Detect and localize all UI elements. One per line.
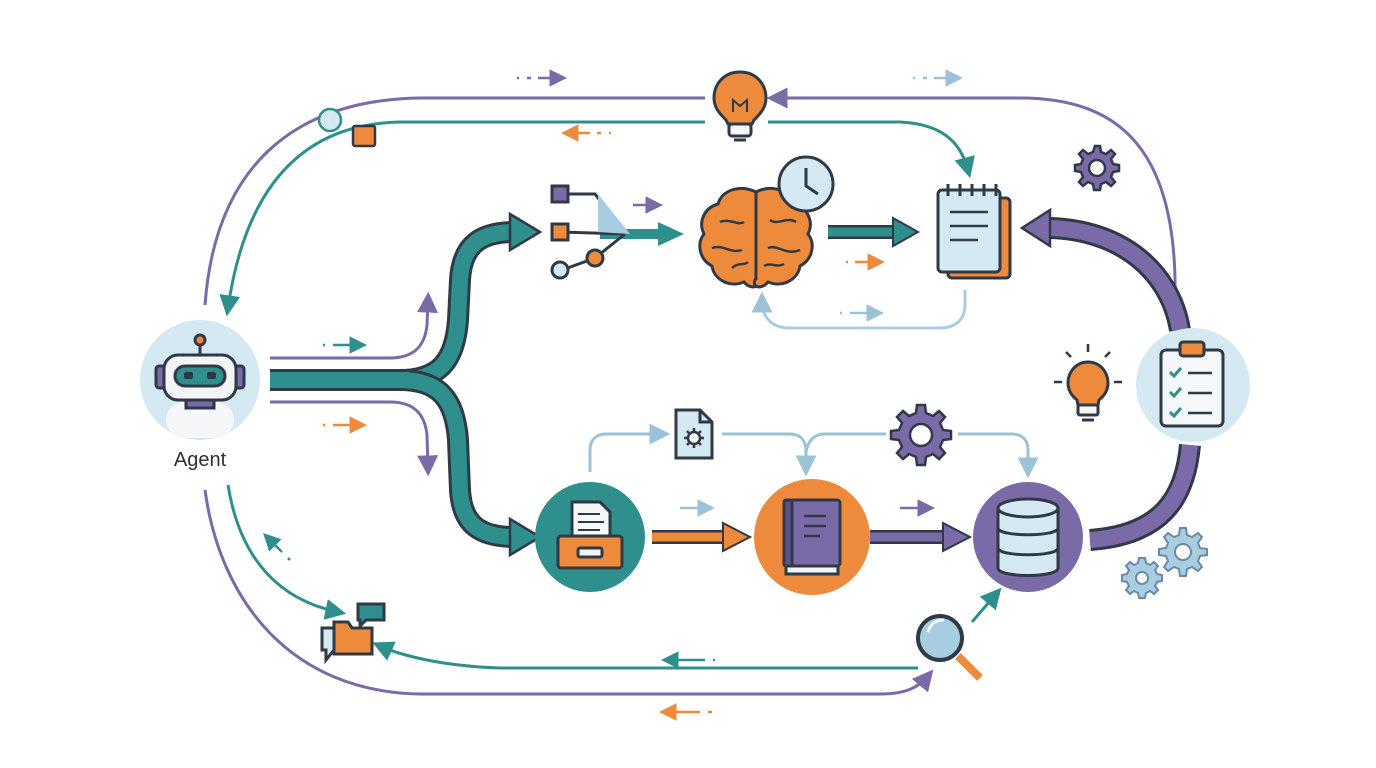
lower-thin-branch	[270, 400, 439, 477]
lightbulb-icon	[712, 70, 768, 142]
right-pipe-arrowhead	[1019, 207, 1052, 249]
outer-loop-connectors	[203, 87, 1177, 696]
top-purple-arc	[203, 96, 705, 306]
light-connectors	[588, 290, 1039, 479]
bottom-purple-arc	[203, 489, 934, 696]
magnifier-icon	[916, 614, 983, 681]
gears-icon	[1121, 527, 1208, 599]
small-dashed-arrows	[268, 78, 956, 712]
tray-to-docgear	[588, 423, 671, 472]
clock-icon	[777, 155, 835, 213]
bottom-teal-arc	[226, 484, 347, 620]
small-square-marker	[351, 124, 377, 148]
gear-to-book	[804, 432, 886, 453]
brain-feedback-loop	[751, 290, 967, 330]
file-tray-icon	[535, 482, 645, 592]
book-icon	[754, 479, 870, 595]
small-circle-marker	[317, 107, 343, 133]
magnifier-to-database	[970, 587, 1002, 623]
upper-thin-branch	[270, 291, 438, 360]
document-gear-icon	[674, 408, 714, 460]
top-purple-arc-right	[766, 87, 1177, 301]
mini-arrow	[268, 78, 956, 712]
flowchart-icon	[550, 184, 630, 280]
gear-to-database	[958, 432, 1039, 479]
gear-icon	[1073, 144, 1121, 192]
gear-icon-middle	[889, 403, 953, 467]
bottom-teal-arc-long	[372, 641, 918, 670]
top-teal-arc-right	[768, 120, 975, 179]
main-pipes	[270, 207, 1201, 558]
robot-icon	[154, 333, 246, 438]
database-icon	[973, 482, 1083, 592]
docgear-to-book	[722, 432, 817, 477]
notepad-icon	[936, 184, 1012, 280]
agent-node	[140, 320, 260, 440]
brain-icon	[698, 187, 814, 289]
top-left-markers	[317, 107, 377, 148]
top-teal-arc	[219, 120, 705, 317]
chat-folder-icon	[320, 602, 386, 665]
pipe-arrowhead-top	[508, 211, 543, 253]
lightbulb-icon-right	[1054, 344, 1122, 422]
agent-label: Agent	[173, 449, 227, 471]
pipe-arrowhead-bottom	[508, 516, 543, 558]
clipboard-checklist-icon	[1136, 328, 1250, 442]
